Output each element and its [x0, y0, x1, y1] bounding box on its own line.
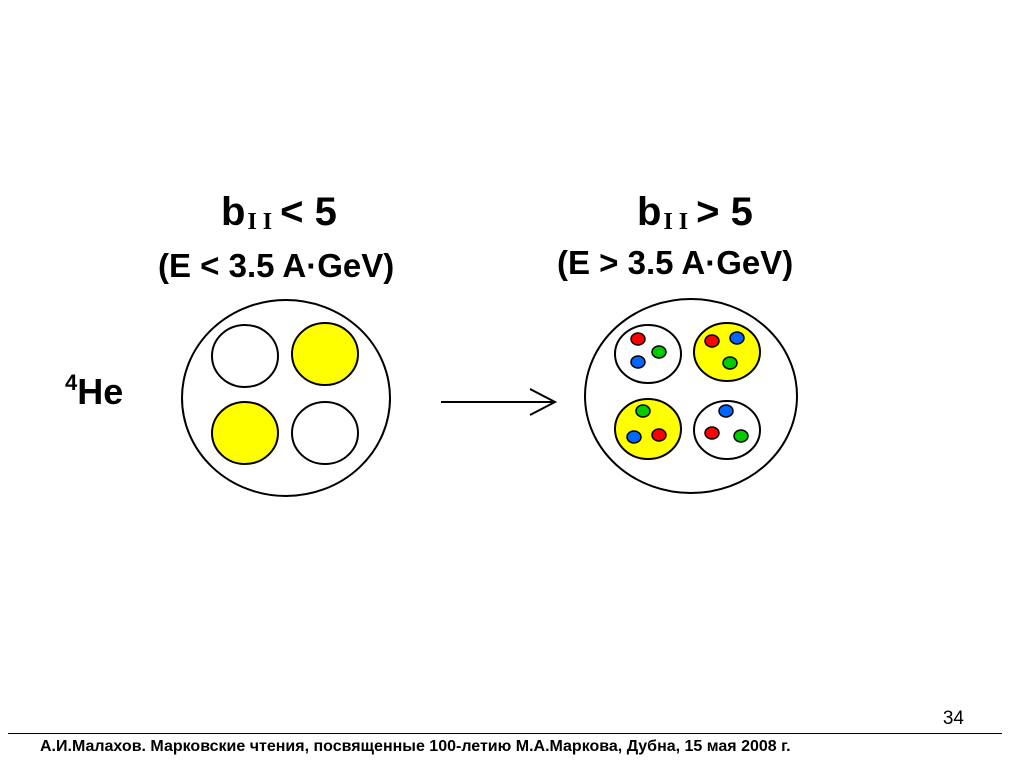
nucleon-white-bottom-right: [291, 401, 359, 465]
left-title-relation: < 5: [280, 190, 337, 234]
quark-blue: [630, 355, 646, 369]
right-nucleus: [584, 298, 798, 494]
right-condition-title: bI I > 5: [637, 192, 753, 234]
nucleon-white-top-left: [614, 324, 682, 384]
nucleon-yellow-top-right: [291, 322, 359, 386]
nucleon-white-bottom-right: [693, 400, 761, 460]
right-title-subscript: I I: [663, 209, 689, 235]
nucleon-yellow-bottom-left: [614, 398, 682, 460]
right-nucleus-outline: [584, 298, 798, 494]
right-energy-condition: (E > 3.5 A·GeV): [557, 244, 794, 281]
right-title-variable: b: [637, 190, 662, 234]
helium-4-label: 4He: [65, 372, 123, 410]
transition-arrow: [441, 388, 558, 416]
quark-blue: [626, 430, 642, 444]
left-title-variable: b: [221, 190, 246, 234]
mass-number: 4: [65, 370, 78, 395]
element-symbol: He: [77, 371, 124, 412]
quark-green: [733, 429, 749, 443]
quark-green: [651, 345, 667, 359]
left-energy-condition: (E < 3.5 A·GeV): [158, 247, 395, 284]
footer-citation: А.И.Малахов. Марковские чтения, посвящен…: [40, 738, 791, 755]
left-title-subscript: I I: [247, 209, 273, 235]
right-title-relation: > 5: [696, 190, 753, 234]
quark-blue: [718, 404, 734, 418]
quark-green: [722, 356, 738, 370]
nucleon-yellow-bottom-left: [211, 401, 279, 465]
left-nucleus: [181, 299, 391, 497]
left-nucleus-outline: [181, 299, 391, 497]
page-number: 34: [942, 708, 964, 729]
quark-red: [704, 426, 720, 440]
nucleon-white-top-left: [211, 324, 279, 388]
quark-red: [704, 334, 720, 348]
nucleon-yellow-top-right: [693, 322, 761, 382]
left-condition-title: bI I < 5: [221, 192, 337, 234]
quark-red: [630, 332, 646, 346]
quark-red: [651, 428, 667, 442]
quark-green: [635, 404, 651, 418]
quark-blue: [729, 331, 745, 345]
footer-divider: [8, 733, 1002, 734]
